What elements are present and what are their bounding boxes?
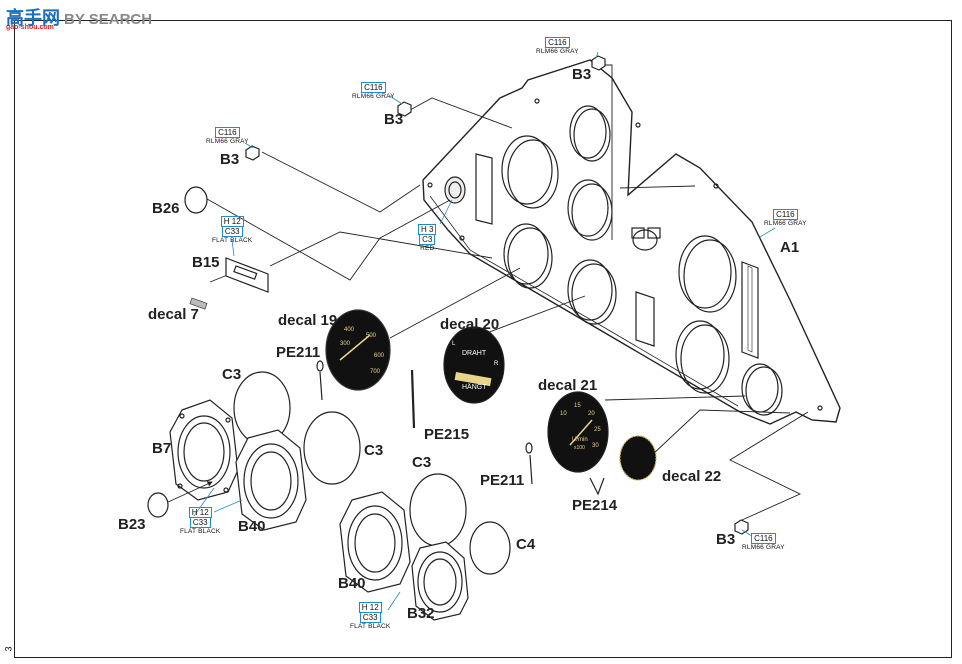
label-b40-left: B40 xyxy=(238,518,266,535)
label-c3-2: C3 xyxy=(364,442,384,459)
part-c3-2 xyxy=(303,411,361,485)
part-pe211-right xyxy=(529,454,533,485)
decal-20-dial xyxy=(443,326,505,404)
dial21-mark-4: 25 xyxy=(594,427,601,433)
label-pe214: PE214 xyxy=(572,497,618,514)
decal-19-dial xyxy=(325,309,391,391)
page-frame xyxy=(14,20,952,658)
screw-b3-bottom xyxy=(734,519,749,535)
part-b7 xyxy=(169,399,239,501)
dial19-mark-2: 500 xyxy=(366,333,377,339)
label-decal-21: decal 21 xyxy=(538,377,598,394)
label-decal-22: decal 22 xyxy=(662,468,722,485)
watermark-brand: 高手网 xyxy=(6,8,60,28)
leader-lines xyxy=(199,64,809,521)
dial20-right: R xyxy=(494,361,499,367)
label-b3-mid: B3 xyxy=(384,111,404,128)
label-pe211-left: PE211 xyxy=(276,344,321,361)
screw-b3-top xyxy=(591,55,606,71)
label-b15: B15 xyxy=(192,254,220,271)
dial20-left: L xyxy=(452,341,456,347)
label-b40-lower: B40 xyxy=(338,575,366,592)
label-b26: B26 xyxy=(152,200,180,217)
label-decal-19: decal 19 xyxy=(278,312,338,329)
dial21-mark-1: 10 xyxy=(560,411,567,417)
part-b15 xyxy=(225,257,269,293)
watermark-search: BY SEARCH xyxy=(64,11,153,28)
paint-leaders xyxy=(193,51,776,611)
dial19-mark-3: 600 xyxy=(374,353,385,359)
label-b3-top: B3 xyxy=(572,66,592,83)
label-c4: C4 xyxy=(516,536,536,553)
decal-21-dial xyxy=(547,391,609,473)
dial19-mark-4: 700 xyxy=(370,369,381,375)
dial21-mark-5: 30 xyxy=(592,443,599,449)
label-pe211-right: PE211 xyxy=(480,472,525,489)
part-b40-left xyxy=(235,429,307,531)
dial20-top: DRAHT xyxy=(462,350,487,357)
watermark-site: gao-shou.com xyxy=(6,24,54,31)
label-b7: B7 xyxy=(152,440,172,457)
dial19-mark-1: 400 xyxy=(344,327,355,333)
part-b23 xyxy=(147,492,169,518)
label-decal-20: decal 20 xyxy=(440,316,500,333)
decal-7-strip xyxy=(189,297,208,310)
label-b3-bottom: B3 xyxy=(716,531,736,548)
decal-22-dial xyxy=(619,435,657,481)
part-pe215 xyxy=(410,369,416,429)
label-c3-1: C3 xyxy=(222,366,242,383)
part-c3-3 xyxy=(409,473,467,547)
part-pe211-left xyxy=(319,371,323,401)
dial21-scale: x100 xyxy=(574,445,585,451)
instrument-panel-a1 xyxy=(422,59,841,425)
label-decal-7: decal 7 xyxy=(148,306,199,323)
part-pe214 xyxy=(589,477,605,496)
dial21-unit: U/min xyxy=(572,437,588,443)
screw-b3-left xyxy=(245,145,260,161)
part-b32 xyxy=(411,541,469,621)
dial21-mark-2: 15 xyxy=(574,403,581,409)
dial20-bottom: HÄNGT xyxy=(462,384,487,391)
label-a1: A1 xyxy=(780,239,800,256)
label-c3-3: C3 xyxy=(412,454,432,471)
label-b32: B32 xyxy=(407,605,435,622)
screw-b3-mid xyxy=(397,101,412,117)
label-pe215: PE215 xyxy=(424,426,470,443)
part-b26 xyxy=(184,186,208,214)
dial21-mark-3: 20 xyxy=(588,411,595,417)
label-b23: B23 xyxy=(118,516,146,533)
part-c4 xyxy=(469,521,511,575)
dial19-mark-5: 300 xyxy=(340,341,351,347)
part-b40-lower xyxy=(339,491,411,593)
panel-hole-1 xyxy=(569,105,607,159)
label-b3-left: B3 xyxy=(220,151,240,168)
